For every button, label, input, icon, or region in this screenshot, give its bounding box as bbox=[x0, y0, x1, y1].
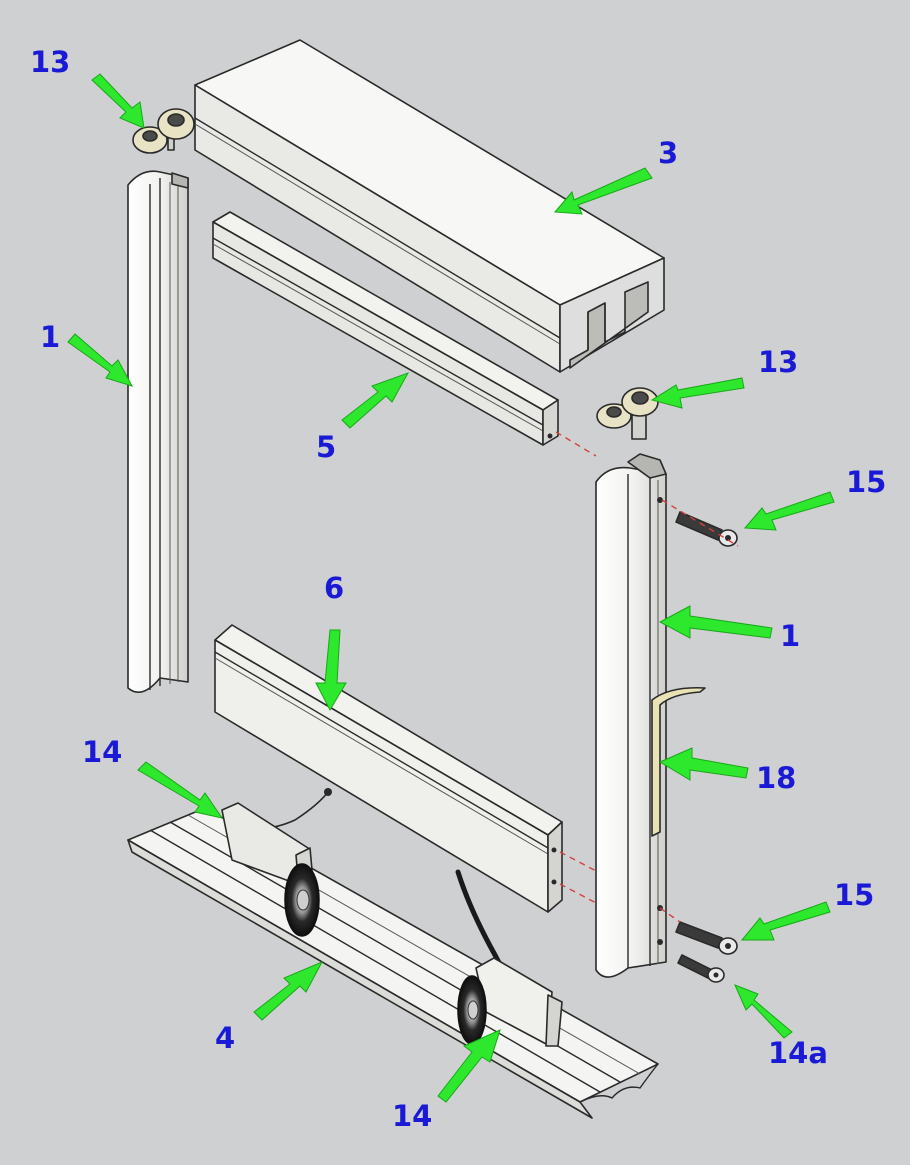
arrow-top-track bbox=[553, 167, 653, 215]
arrow-right-wheel bbox=[437, 1029, 501, 1103]
alignment-lines bbox=[555, 431, 739, 923]
top-right-roller bbox=[596, 387, 659, 440]
arrow-gasket bbox=[658, 747, 749, 781]
top-left-roller bbox=[132, 108, 195, 154]
arrow-left-wheel bbox=[137, 761, 224, 819]
callout-screw-lower: 15 bbox=[834, 878, 874, 912]
callout-left-profile: 1 bbox=[40, 320, 60, 354]
bottom-rail bbox=[214, 624, 563, 913]
callout-right-wheel: 14 bbox=[392, 1099, 432, 1133]
callout-left-wheel: 14 bbox=[82, 735, 122, 769]
left-vertical-profile bbox=[127, 170, 189, 694]
callout-screw-upper: 15 bbox=[846, 465, 886, 499]
screw-upper bbox=[675, 511, 738, 547]
arrow-screw-upper bbox=[743, 491, 835, 531]
callout-top-track: 3 bbox=[658, 136, 678, 170]
callout-top-left-roller: 13 bbox=[30, 45, 70, 79]
arrow-top-rail bbox=[341, 372, 410, 429]
arrow-top-right-roller bbox=[650, 377, 745, 409]
callout-bottom-track: 4 bbox=[215, 1021, 235, 1055]
gasket-strip bbox=[651, 686, 706, 837]
arrow-screw-lower bbox=[740, 901, 831, 941]
arrow-left-profile bbox=[67, 333, 134, 387]
callout-top-rail: 5 bbox=[316, 430, 336, 464]
callout-arrows bbox=[67, 73, 835, 1103]
callout-screw-small: 14a bbox=[768, 1036, 828, 1070]
top-rail bbox=[212, 211, 559, 446]
bottom-track bbox=[127, 807, 659, 1119]
arrow-bottom-track bbox=[253, 960, 324, 1021]
callout-gasket: 18 bbox=[756, 761, 796, 795]
callout-top-right-roller: 13 bbox=[758, 345, 798, 379]
arrow-bottom-rail bbox=[315, 629, 347, 712]
screw-lower bbox=[675, 921, 738, 955]
arrow-screw-small bbox=[734, 984, 793, 1039]
callout-bottom-rail: 6 bbox=[324, 571, 344, 605]
top-track bbox=[194, 39, 665, 373]
callout-right-profile: 1 bbox=[780, 619, 800, 653]
left-wheel-carriage bbox=[221, 788, 332, 937]
screw-small bbox=[677, 954, 725, 983]
arrow-right-profile bbox=[658, 605, 773, 639]
right-wheel-carriage bbox=[455, 869, 563, 1047]
arrow-top-left-roller bbox=[91, 73, 145, 129]
